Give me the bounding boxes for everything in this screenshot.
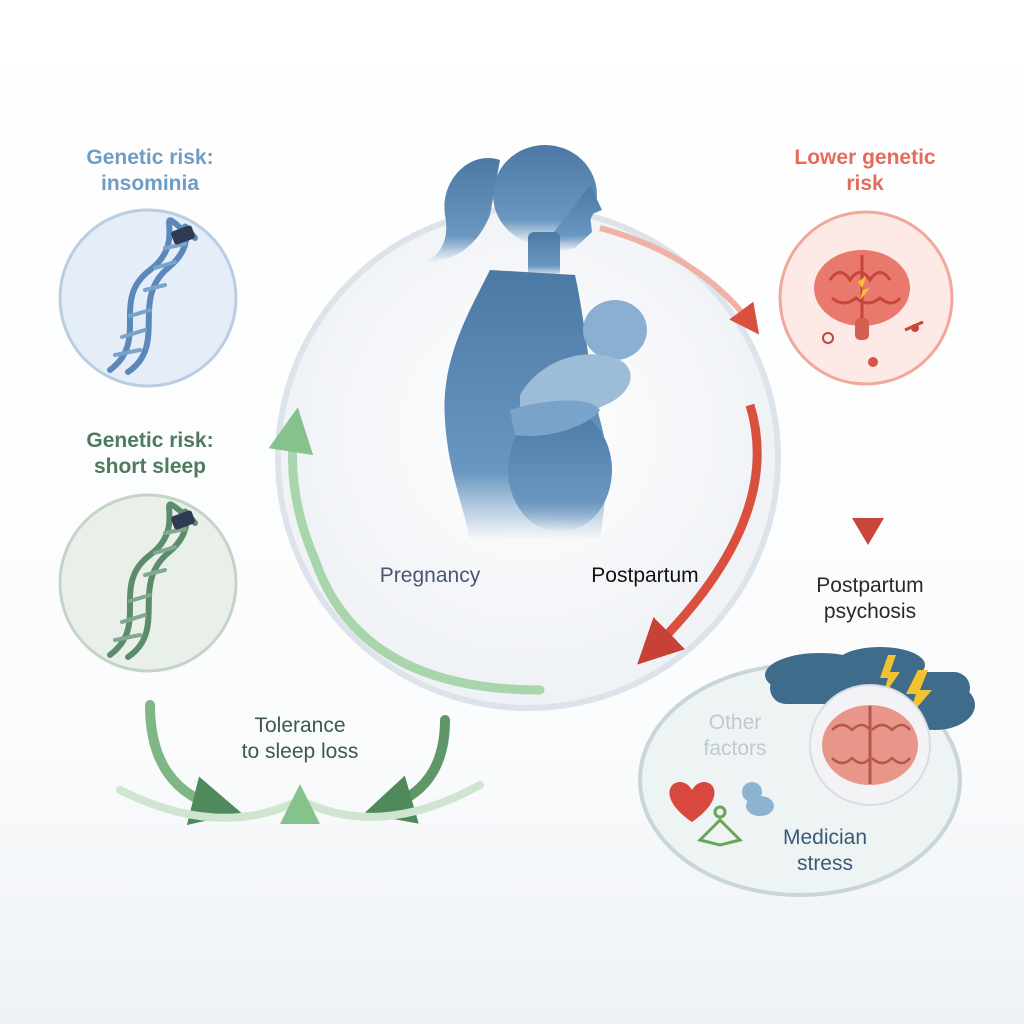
baby-silhouette bbox=[510, 300, 647, 436]
label-other-factors: Other factors bbox=[703, 711, 767, 761]
dna-cap-green bbox=[171, 510, 195, 530]
label-lower-genetic-risk: Lower genetic risk bbox=[794, 146, 936, 196]
dna-icon-green bbox=[107, 501, 198, 660]
heart-icon bbox=[669, 782, 715, 822]
label-tolerance: Tolerance to sleep loss bbox=[241, 714, 359, 764]
label-pregnancy: Pregnancy bbox=[379, 564, 481, 587]
dna-cap-blue bbox=[171, 225, 195, 245]
lightning-icon-1 bbox=[880, 655, 900, 698]
brain-icon-bottom bbox=[822, 705, 918, 785]
figure-blue-icon bbox=[742, 782, 774, 816]
label-medician-stress: Medician stress bbox=[782, 826, 868, 876]
label-genetic-short-sleep: Genetic risk: short sleep bbox=[86, 429, 214, 479]
figure-group-icon bbox=[697, 805, 743, 847]
label-postpartum-psychosis: Postpartum psychosis bbox=[816, 574, 924, 624]
label-genetic-insomnia: Genetic risk: insominia bbox=[86, 146, 214, 196]
arrow-to-postpartum bbox=[599, 225, 760, 335]
arrow-right-converge bbox=[363, 715, 450, 824]
dna-icon-blue bbox=[107, 217, 198, 375]
brain-icon-red bbox=[814, 250, 924, 367]
arrow-postpartum-down bbox=[637, 403, 762, 665]
arrow-to-psychosis-head bbox=[852, 518, 884, 545]
label-postpartum: Postpartum bbox=[591, 564, 699, 587]
arrow-left-converge bbox=[145, 700, 242, 825]
arrow-pregnancy-cycle bbox=[268, 407, 545, 695]
